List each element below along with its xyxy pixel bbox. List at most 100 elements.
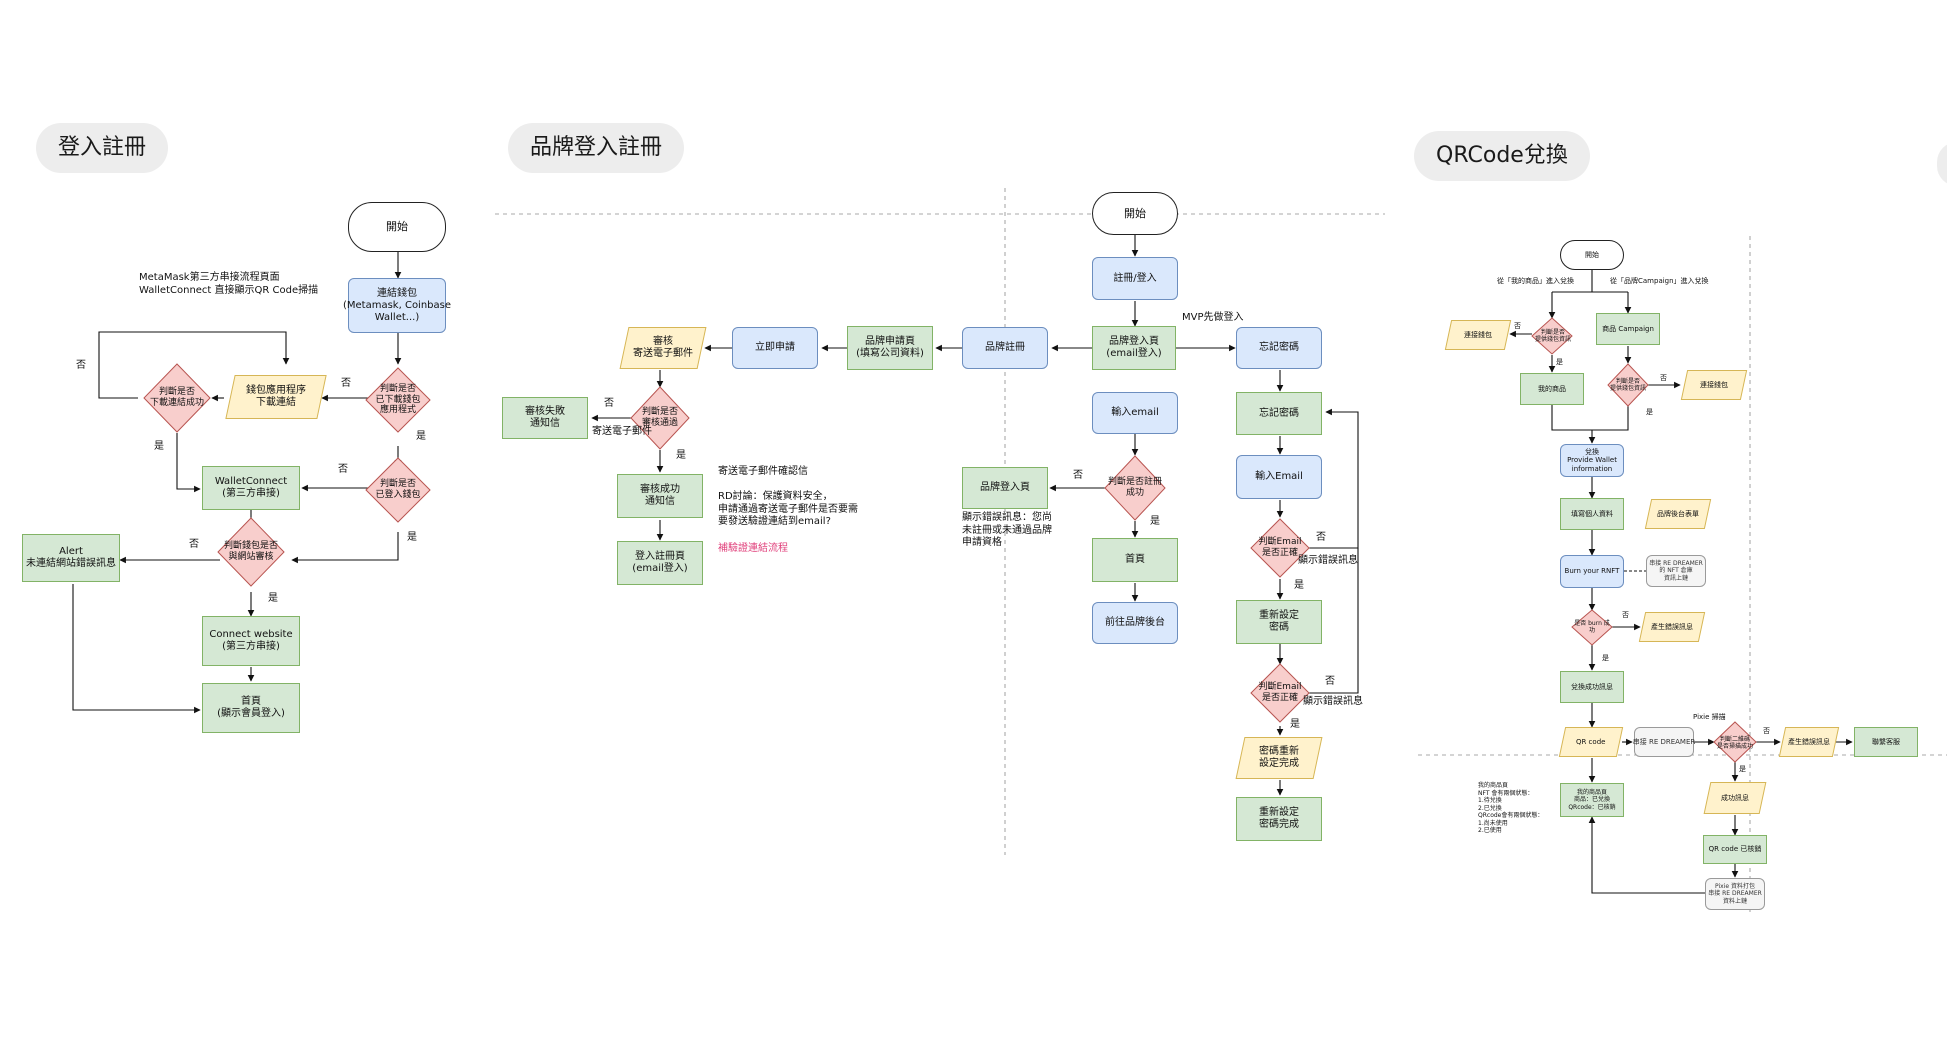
login-download-success-label: 判斷是否 下載連結成功	[149, 387, 204, 408]
qr-label-yes-4: 是	[1739, 765, 1746, 773]
qr-pixie-scan: Pixie 掃描	[1693, 713, 1726, 721]
decision-site-match	[217, 517, 285, 587]
brand-label-no-3: 否	[1316, 532, 1326, 543]
decision-review-pass	[630, 386, 690, 450]
qr-label-yes-3: 是	[1602, 654, 1609, 662]
qr-burn-error: 產生錯誤訊息	[1638, 612, 1706, 642]
qr-status-note: 我的商品頁 NFT 會有兩個狀態： 1.待兌換 2.已兌換 QRcode會有兩個…	[1478, 782, 1544, 834]
qr-brand-form-text: 品牌後台表單	[1657, 509, 1700, 518]
brand-review-pass-label: 判斷是否 審核通過	[641, 407, 678, 428]
qr-pixie-pack: Pixie 資料打包 串接 RE DREAMER 資料上鏈	[1705, 878, 1765, 910]
qr-fill-info: 填寫個人資料	[1560, 498, 1624, 530]
brand-reset-pw: 重新設定 密碼	[1236, 600, 1322, 644]
qr-my-items-status: 我的商品頁 商品：已兌換 QRcode：已核銷	[1560, 783, 1624, 817]
decision-scan-success	[1713, 721, 1757, 763]
decision-email-correct-2	[1250, 663, 1310, 723]
brand-email-correct-label: 判斷Email 是否正確	[1258, 537, 1302, 558]
login-connect-wallet: 連結錢包 (Metamask, Coinbase Wallet...)	[343, 278, 451, 333]
brand-pw-reset-done-para-text: 密碼重新 設定完成	[1259, 746, 1299, 769]
brand-error-note: 顯示錯誤訊息：您尚 未註冊或未通過品牌 申請資格	[962, 512, 1052, 548]
decision-registered	[1104, 455, 1166, 521]
qr-redeem-success: 兌換成功訊息	[1560, 671, 1624, 703]
brand-reset-done: 重新設定 密碼完成	[1236, 797, 1322, 841]
qr-contact: 聯繫客服	[1854, 727, 1918, 757]
brand-forgot-pw-2: 忘記密碼	[1236, 392, 1322, 435]
login-alert: Alert 未連結網站錯誤訊息	[22, 534, 120, 582]
brand-review-fail: 審核失敗 通知信	[502, 397, 588, 439]
brand-review-email: 審核 寄送電子郵件	[619, 327, 707, 369]
qr-brand-form: 品牌後台表單	[1644, 499, 1712, 529]
brand-apply-page: 品牌申請頁 (填寫公司資料)	[847, 326, 933, 370]
brand-registered-label: 判斷是否註冊 成功	[1107, 477, 1162, 498]
qr-provide-wallet: 兌換 Provide Wallet information	[1560, 444, 1624, 477]
section-title-brand: 品牌登入註冊	[508, 123, 685, 173]
qr-label-no-2: 否	[1660, 374, 1667, 382]
qr-product-campaign: 商品 Campaign	[1596, 313, 1660, 345]
qr-burn-note: 串接 RE DREAMER 的 NFT 倉庫 資訊上鏈	[1646, 555, 1706, 587]
login-downloaded-app-label: 判斷是否 已下載錢包 應用程式	[375, 383, 421, 416]
decision-burn-success	[1571, 609, 1613, 646]
qr-error-msg-text: 產生錯誤訊息	[1788, 737, 1831, 746]
brand-send-email: 寄送電子郵件	[592, 426, 652, 437]
login-logged-in-label: 判斷是否 已登入錢包	[375, 479, 421, 500]
qr-success-msg: 成功訊息	[1703, 782, 1767, 814]
qr-qr-verified: QR code 已核銷	[1703, 835, 1767, 864]
brand-label-no-1: 否	[604, 398, 614, 409]
decision-has-wallet-2	[1607, 363, 1649, 407]
qr-label-no-1: 否	[1514, 322, 1521, 330]
qr-scan-success-label: 判斷二維碼 是否掃描成功	[1717, 735, 1754, 750]
qr-error-msg: 產生錯誤訊息	[1778, 727, 1840, 757]
qr-from-my-items: 從「我的商品」進入兌換	[1497, 277, 1574, 285]
qr-connect-wallet-text: 連接錢包	[1464, 330, 1493, 339]
brand-verify-link-flow: 補驗證連結流程	[718, 543, 788, 554]
login-label-no-3: 否	[338, 464, 348, 475]
qr-burn-success-label: 是否 burn 成 功	[1574, 619, 1610, 634]
decision-downloaded-app	[365, 367, 431, 433]
decision-download-success	[143, 363, 211, 433]
login-label-no-1: 否	[341, 378, 351, 389]
brand-login-page: 品牌登入頁 (email登入)	[1092, 326, 1176, 370]
brand-apply-now: 立即申請	[732, 327, 818, 369]
qr-label-no-4: 否	[1763, 727, 1770, 735]
qr-connect-wallet-2: 連接錢包	[1680, 370, 1748, 400]
brand-label-yes-2: 是	[1150, 516, 1160, 527]
qr-qr-code-text: QR code	[1576, 737, 1606, 746]
brand-start: 開始	[1092, 192, 1178, 235]
brand-label-no-2: 否	[1073, 470, 1083, 481]
login-note: MetaMask第三方串接流程頁面 WalletConnect 直接顯示QR C…	[139, 272, 319, 296]
brand-show-error: 顯示錯誤訊息	[1298, 555, 1358, 566]
qr-label-no-3: 否	[1622, 611, 1629, 619]
brand-label-yes-4: 是	[1290, 719, 1300, 730]
brand-mvp-login: MVP先做登入	[1182, 312, 1244, 323]
brand-label-no-4: 否	[1325, 676, 1335, 687]
brand-login-register-page: 登入註冊頁 (email登入)	[617, 541, 703, 585]
login-app-download-link-text: 錢包應用程序 下載連結	[246, 385, 306, 408]
brand-input-email: 輸入email	[1092, 392, 1178, 434]
brand-register-login: 註冊/登入	[1092, 257, 1178, 300]
section-title-qrcode: QRCode兌換	[1414, 131, 1590, 181]
login-label-no-4: 否	[189, 539, 199, 550]
qr-success-msg-text: 成功訊息	[1721, 793, 1750, 802]
login-label-yes-1: 是	[154, 441, 164, 452]
qr-connect-wallet: 連接錢包	[1444, 320, 1512, 350]
login-connect-website: Connect website (第三方串接)	[202, 616, 300, 666]
brand-to-backend: 前往品牌後台	[1092, 602, 1178, 644]
decision-logged-in	[365, 457, 431, 523]
section-title-login: 登入註冊	[36, 123, 169, 173]
login-home: 首頁 (顯示會員登入)	[202, 683, 300, 733]
brand-label-yes-3: 是	[1294, 580, 1304, 591]
qr-label-yes-2: 是	[1646, 408, 1653, 416]
brand-email-confirm-note: 寄送電子郵件確認信 RD討論：保護資料安全， 申請通過寄送電子郵件是否要需 要發…	[718, 466, 858, 527]
brand-label-yes-1: 是	[676, 450, 686, 461]
login-label-yes-3: 是	[407, 532, 417, 543]
login-label-yes-4: 是	[268, 593, 278, 604]
brand-email-correct-2-label: 判斷Email 是否正確	[1258, 682, 1302, 703]
brand-input-email-2: 輸入Email	[1236, 455, 1322, 499]
qr-has-wallet-2-label: 判斷是否 提供錢包資訊	[1610, 377, 1647, 392]
login-label-yes-2: 是	[416, 431, 426, 442]
section-title-next-stub	[1937, 142, 1947, 186]
login-app-download-link: 錢包應用程序 下載連結	[225, 375, 327, 419]
brand-homepage: 首頁	[1092, 538, 1178, 582]
